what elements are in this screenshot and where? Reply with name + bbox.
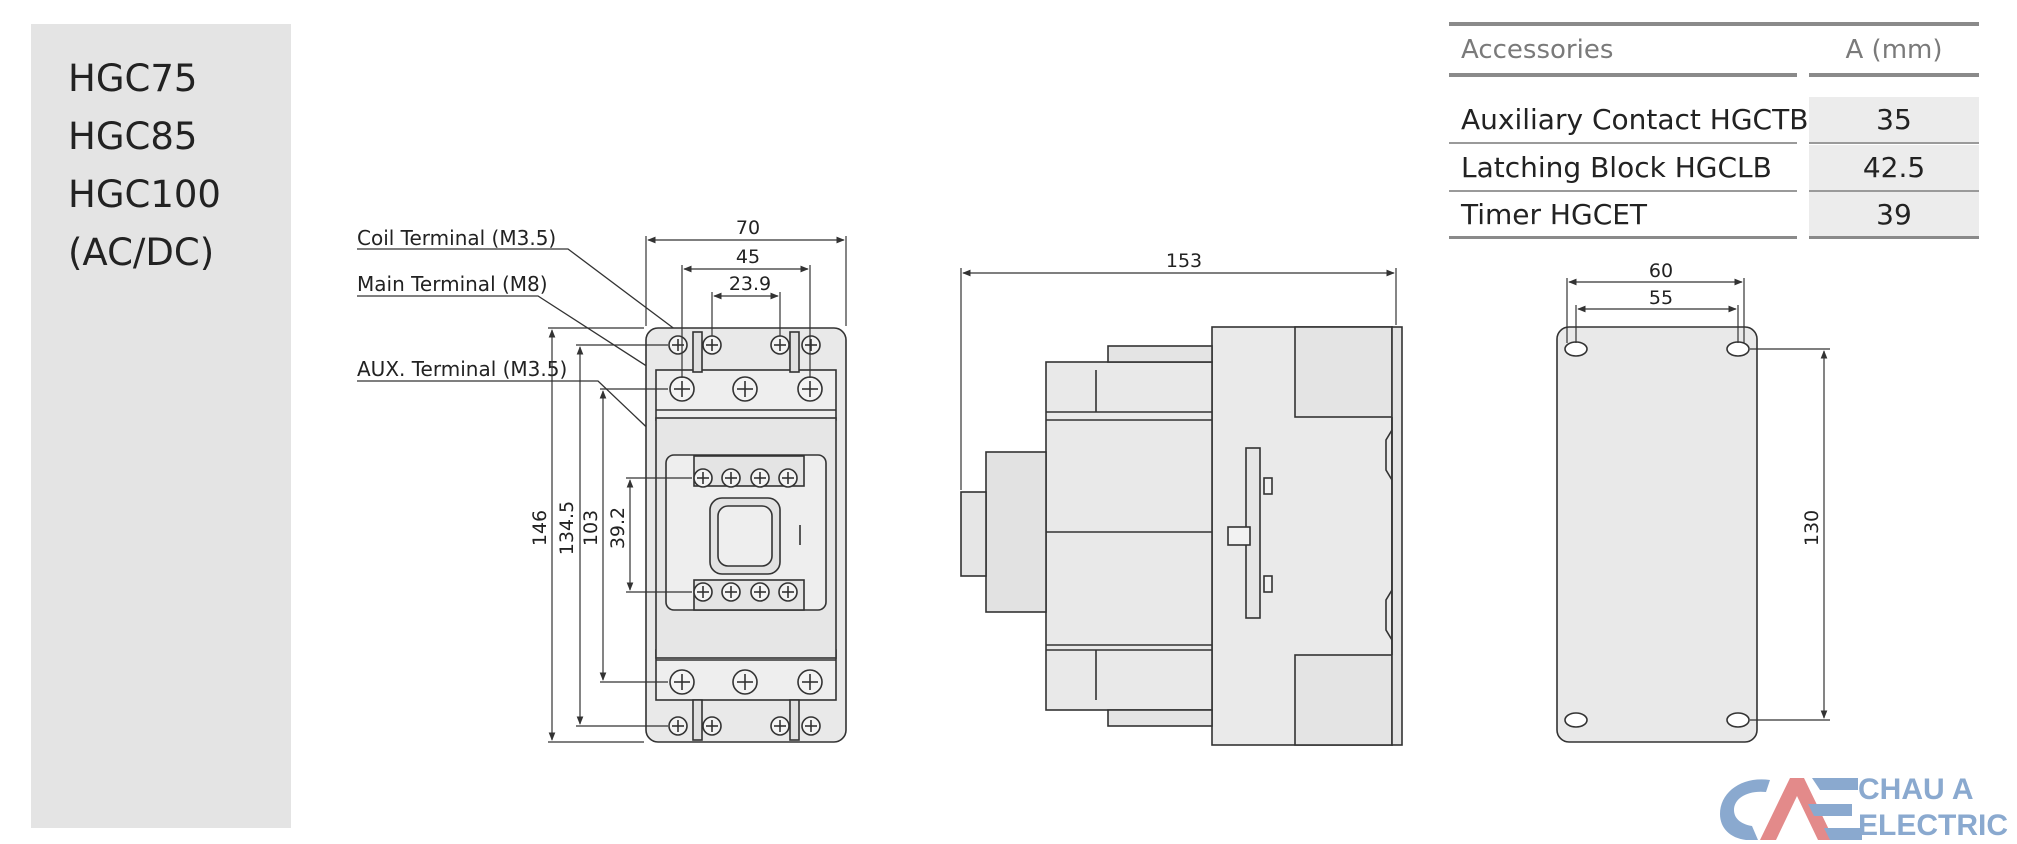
chau-a-electric-logo: [1720, 778, 1862, 840]
accessory-value: 35: [1809, 97, 1979, 142]
table-row: Timer HGCET 39: [1449, 192, 1979, 239]
model-sidebar: [31, 24, 291, 828]
dim-23-9: 23.9: [729, 273, 771, 295]
header-rule: [1809, 73, 1979, 77]
dim-45: 45: [736, 246, 760, 268]
side-dimension-lines: [960, 268, 1397, 490]
dim-130: 130: [1801, 510, 1823, 546]
header-a-mm: A (mm): [1845, 35, 1943, 65]
row-rule: [1449, 142, 1797, 144]
model-name: HGC100: [68, 173, 221, 216]
logo-line-2: ELECTRIC: [1858, 809, 2008, 842]
logo-line-1: CHAU A: [1858, 773, 1974, 806]
dim-153: 153: [1166, 250, 1202, 272]
aux-terminal-label: AUX. Terminal (M3.5): [357, 357, 568, 381]
logo-mark-a: [1760, 778, 1834, 840]
dim-134-5: 134.5: [556, 501, 578, 555]
accessory-name: Auxiliary Contact HGCTB: [1461, 103, 1809, 136]
dim-70: 70: [736, 217, 760, 239]
model-name: HGC85: [68, 115, 198, 158]
model-list: HGC75 HGC85 HGC100 (AC/DC): [68, 50, 221, 282]
main-terminal-label: Main Terminal (M8): [357, 272, 548, 296]
front-dimension-lines: [548, 236, 847, 743]
mounting-view: [1556, 326, 1758, 743]
dim-60: 60: [1649, 260, 1673, 282]
mount-dimension-lines: [1566, 278, 1830, 721]
logo-mark-c: [1720, 779, 1770, 840]
row-rule: [1809, 142, 1979, 144]
table-row: Auxiliary Contact HGCTB 35: [1449, 97, 1979, 144]
dim-103: 103: [580, 510, 602, 546]
row-rule: [1449, 190, 1797, 192]
table-top-rule: [1449, 22, 1979, 26]
accessory-value: 42.5: [1809, 145, 1979, 190]
accessory-value: 39: [1809, 192, 1979, 237]
coil-terminal-label: Coil Terminal (M3.5): [357, 226, 557, 250]
dim-55: 55: [1649, 287, 1673, 309]
front-view: [645, 327, 847, 743]
model-name: HGC75: [68, 57, 198, 100]
row-rule: [1809, 190, 1979, 192]
header-accessories: Accessories: [1461, 35, 1614, 65]
accessory-name: Timer HGCET: [1461, 198, 1648, 231]
accessory-name: Latching Block HGCLB: [1461, 151, 1772, 184]
side-view: [960, 326, 1403, 746]
table-row: Latching Block HGCLB 42.5: [1449, 145, 1979, 192]
header-rule: [1449, 73, 1797, 77]
dim-39-2: 39.2: [607, 507, 629, 549]
dim-146: 146: [529, 510, 551, 546]
model-name: (AC/DC): [68, 231, 215, 274]
logo-text: CHAU A ELECTRIC: [1858, 772, 2008, 844]
row-rule: [1449, 236, 1797, 239]
row-rule: [1809, 236, 1979, 239]
logo-mark-e: [1808, 778, 1862, 840]
